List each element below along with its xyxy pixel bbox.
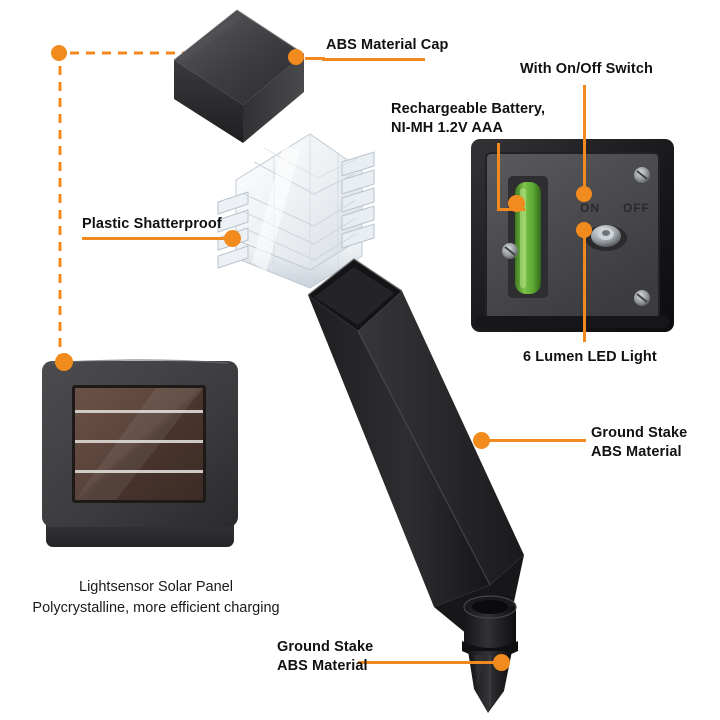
abs-cap-callout-dot <box>288 49 304 65</box>
ground-stake-upper-callout-dot <box>473 432 490 449</box>
led-light-label: 6 Lumen LED Light <box>523 349 657 365</box>
on-off-switch-label: With On/Off Switch <box>520 61 653 77</box>
solar-panel-component <box>36 355 246 555</box>
abs-cap-left-dot <box>51 45 67 61</box>
led-light-callout-dot <box>576 222 592 238</box>
ground-stake-upper-leader <box>489 439 586 442</box>
plastic-shatterproof-label: Plastic Shatterproof <box>82 216 222 232</box>
abs-cap-underline <box>322 58 425 61</box>
plastic-shatterproof-callout-dot <box>224 230 241 247</box>
abs-cap-leader-line <box>305 57 325 60</box>
on-off-switch-callout-dot <box>576 186 592 202</box>
ground-stake-lower-label: Ground Stake ABS Material <box>277 639 374 674</box>
switch-off-label: OFF <box>623 201 650 215</box>
ground-stake-upper-label: Ground Stake ABS Material <box>591 425 688 460</box>
ground-stake-lower-callout-dot <box>493 654 510 671</box>
rechargeable-battery-label: Rechargeable Battery, NI-MH 1.2V AAA <box>391 101 546 136</box>
plastic-shatterproof-underline <box>82 237 232 240</box>
solar-panel-callout-dot <box>55 353 73 371</box>
on-off-switch-leader <box>583 85 586 198</box>
abs-material-cap-component <box>112 2 312 147</box>
switch-on-label: ON <box>580 201 600 215</box>
ground-stake-lower-leader <box>358 661 506 664</box>
battery-callout-dot <box>508 195 525 212</box>
solar-panel-caption: Lightsensor Solar Panel Polycrystalline,… <box>32 579 280 616</box>
switch-panel-component: ON OFF <box>470 138 675 333</box>
battery-leader-vertical <box>497 143 500 211</box>
led-light-leader <box>583 230 586 342</box>
plastic-shatterproof-diffuser-component <box>214 122 379 294</box>
abs-cap-label: ABS Material Cap <box>326 37 449 53</box>
ground-stake-post-component <box>262 255 562 715</box>
